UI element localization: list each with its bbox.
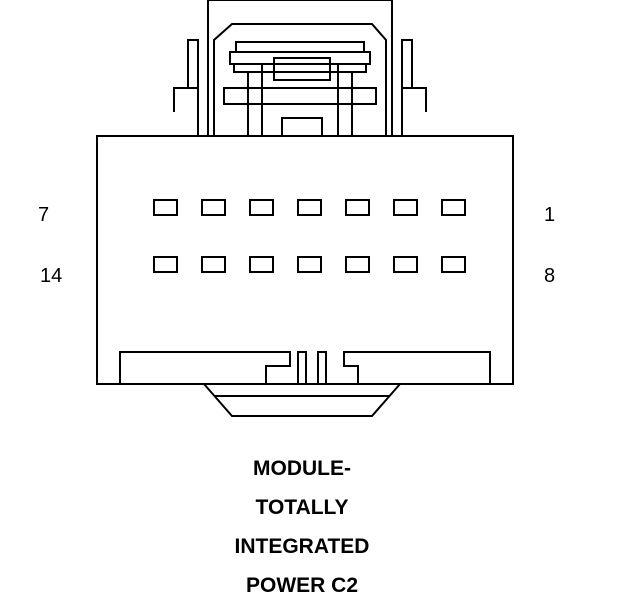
connector-caption-line: MODULE- xyxy=(253,457,351,480)
pin-cavity xyxy=(201,199,226,216)
keyway-rib xyxy=(297,351,307,384)
pin-cavity xyxy=(153,199,178,216)
pin-row-top xyxy=(153,199,466,216)
pin-cavity xyxy=(297,256,322,273)
latch-release-button xyxy=(273,57,331,81)
keyway-left-slot xyxy=(119,351,291,384)
pin-cavity xyxy=(345,199,370,216)
pin-number-top-left: 7 xyxy=(38,204,50,226)
pin-cavity xyxy=(153,256,178,273)
pin-number-bottom-left: 14 xyxy=(40,265,63,287)
pin-number-bottom-right: 8 xyxy=(544,265,556,287)
pin-cavity xyxy=(441,199,466,216)
pin-cavity xyxy=(441,256,466,273)
connector-caption-line: POWER C2 xyxy=(245,574,358,597)
pin-cavity xyxy=(393,256,418,273)
pin-cavity xyxy=(249,256,274,273)
latch-inner-frame xyxy=(213,23,387,136)
connector-caption-line: INTEGRATED xyxy=(234,535,370,558)
keyway-rib xyxy=(317,351,327,384)
pin-cavity xyxy=(201,256,226,273)
pin-row-bottom xyxy=(153,256,466,273)
latch-guide-rail xyxy=(223,87,377,105)
connector-latch xyxy=(173,0,427,137)
skirt-outline xyxy=(203,383,401,417)
pin-cavity xyxy=(297,199,322,216)
latch-left-tab xyxy=(173,87,198,112)
pin-number-top-right: 1 xyxy=(544,204,556,226)
latch-center-key xyxy=(281,117,323,137)
pin-cavity xyxy=(393,199,418,216)
connector-caption-line: TOTALLY xyxy=(255,496,349,519)
pin-cavity xyxy=(345,256,370,273)
latch-top-bar xyxy=(235,41,365,53)
latch-lower-bar xyxy=(233,63,367,73)
latch-right-tab xyxy=(402,87,427,112)
connector-skirt xyxy=(203,383,401,417)
latch-outer-housing xyxy=(207,0,393,137)
pin-cavity xyxy=(249,199,274,216)
keyway-right-slot xyxy=(343,351,491,384)
bottom-keyway xyxy=(119,351,491,384)
connector-housing xyxy=(96,135,514,385)
